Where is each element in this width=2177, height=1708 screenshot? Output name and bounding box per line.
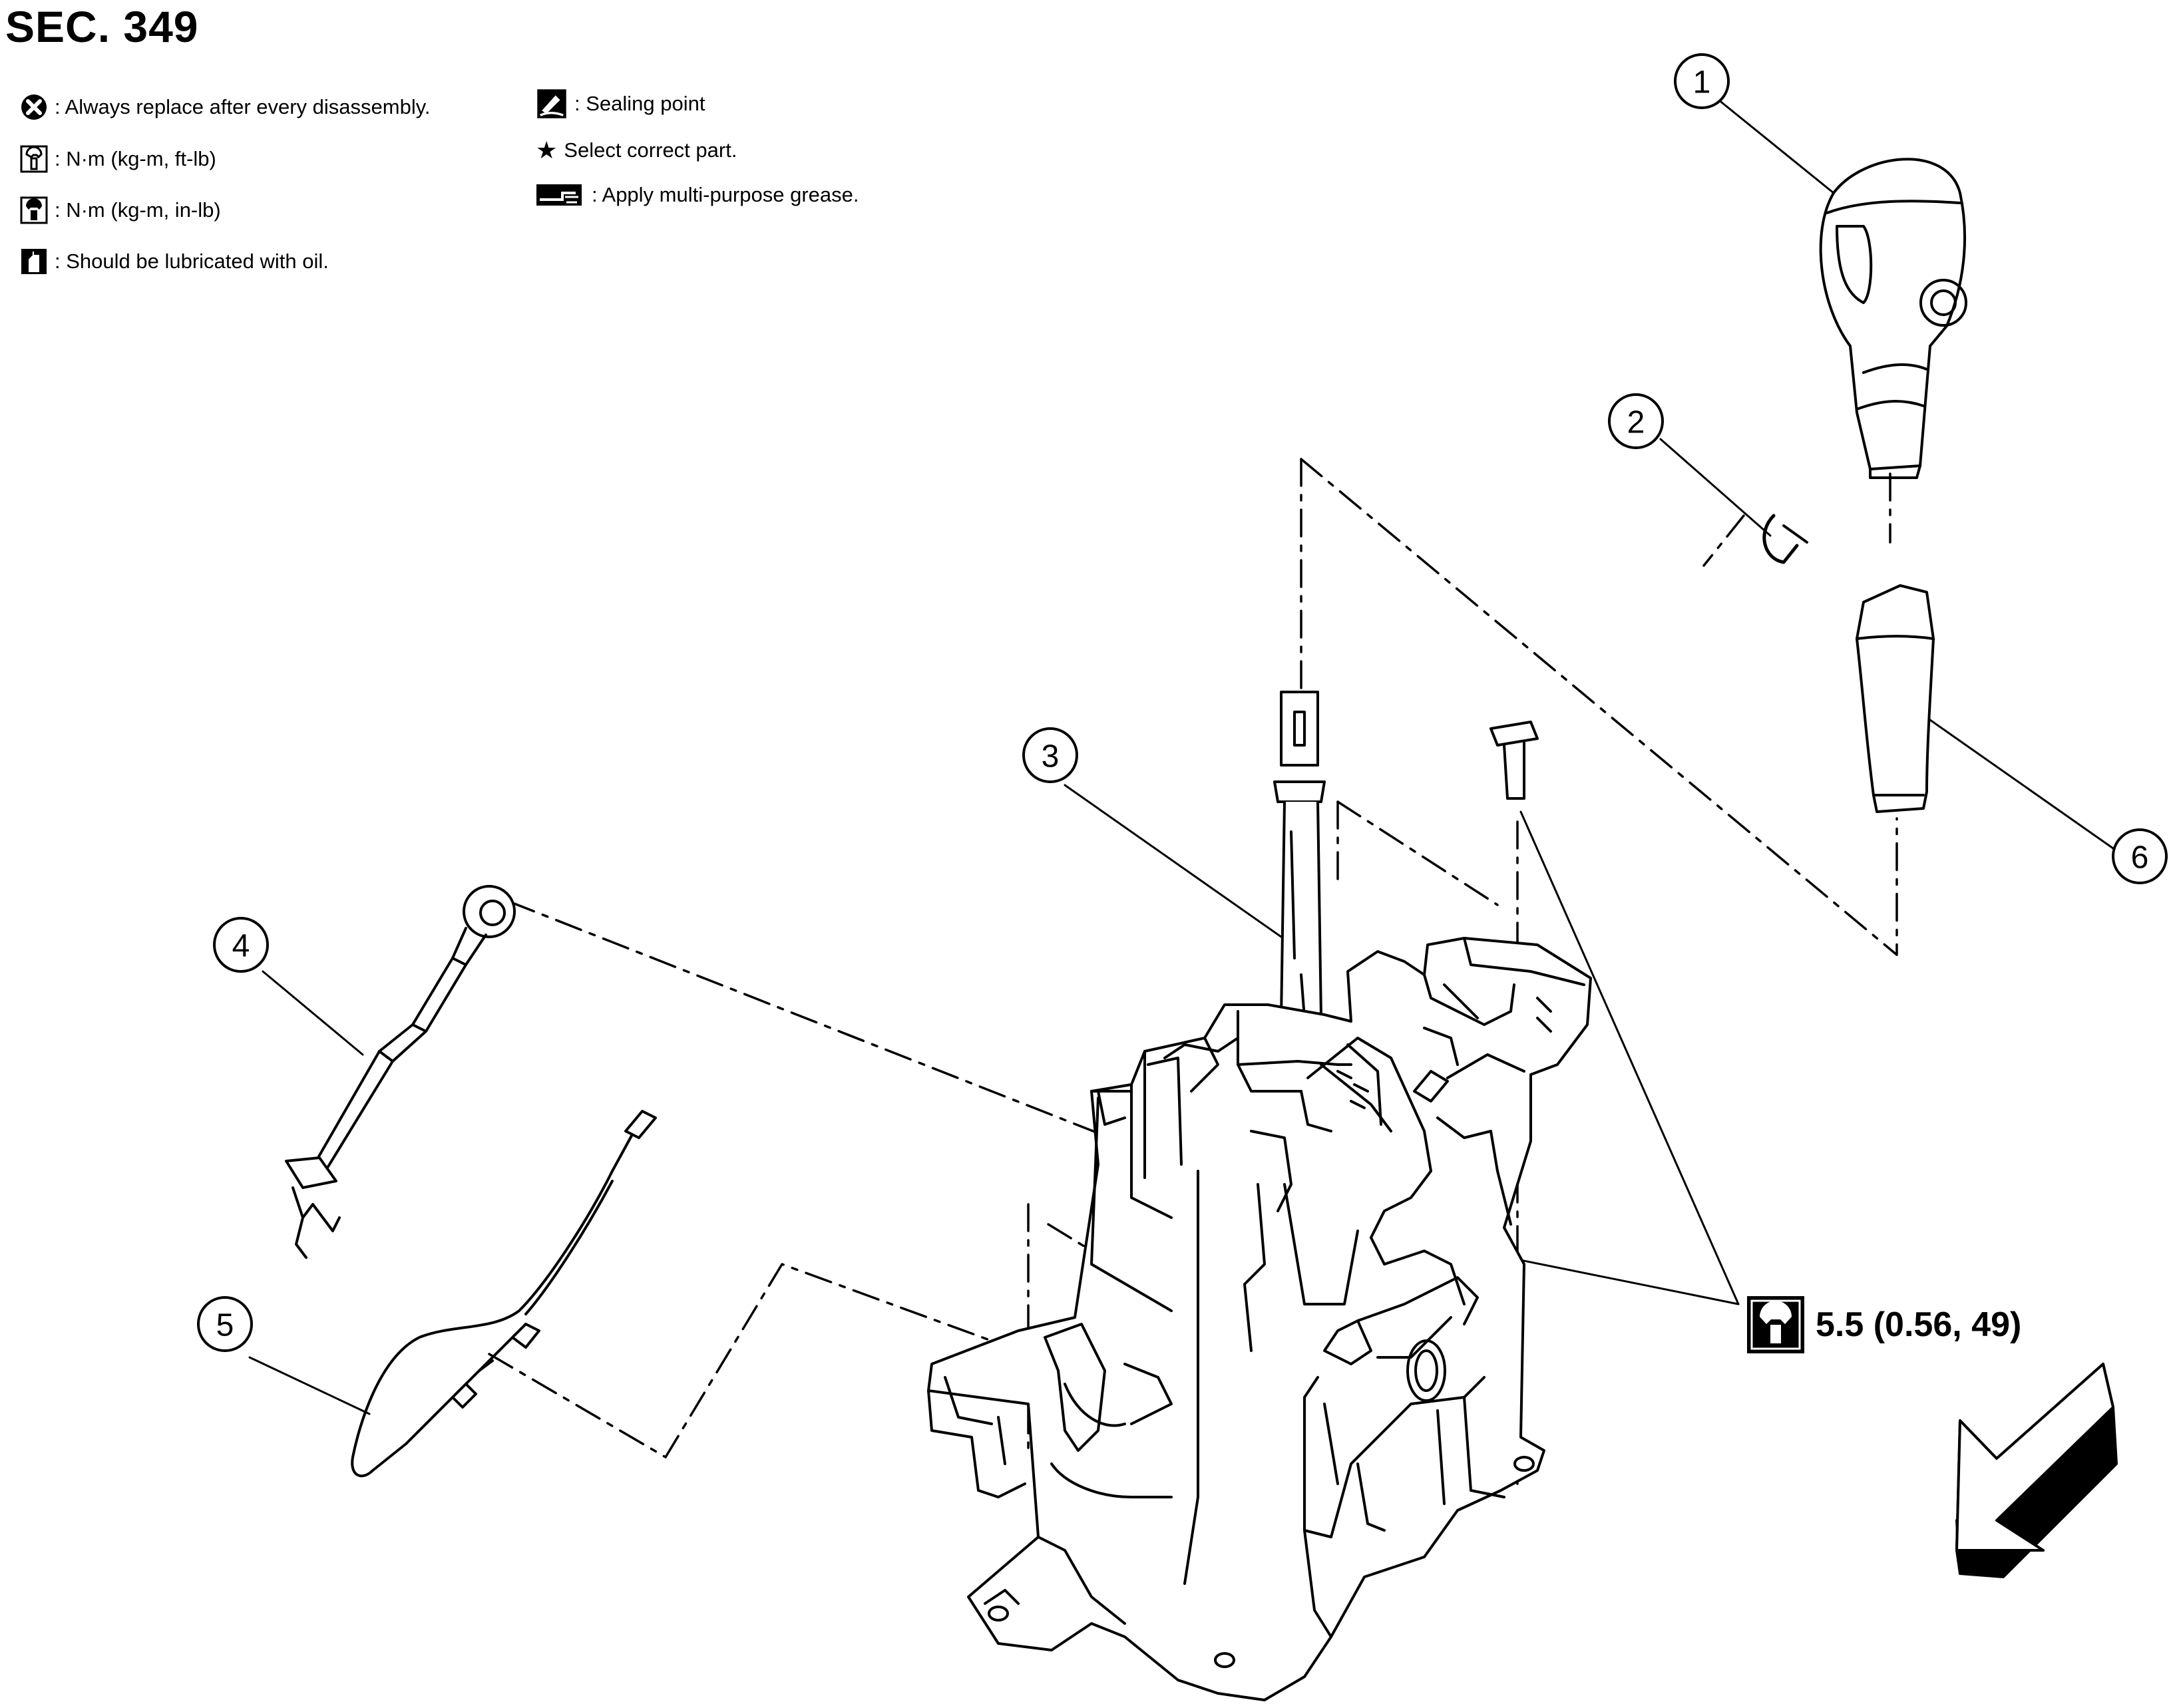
legend-item-oil: : Should be lubricated with oil. xyxy=(20,248,329,275)
torque-spec: 5.5 (0.56, 49) xyxy=(1745,1294,2021,1355)
callout-6: 6 xyxy=(2131,840,2149,876)
knob-cover xyxy=(1856,584,1935,813)
legend-text: Select correct part. xyxy=(564,138,737,162)
retaining-clip xyxy=(1762,514,1808,564)
legend-text: : N·m (kg-m, ft-lb) xyxy=(55,147,216,170)
legend-item-torque-inlb: : N·m (kg-m, in-lb) xyxy=(20,196,221,224)
legend-text: : Sealing point xyxy=(574,92,705,115)
legend-text: : N·m (kg-m, in-lb) xyxy=(55,198,221,222)
callout-5: 5 xyxy=(216,1308,234,1343)
control-rod xyxy=(285,885,516,1259)
legend-text: : Apply multi-purpose grease. xyxy=(592,183,859,206)
torque-spec-text: 5.5 (0.56, 49) xyxy=(1816,1305,2022,1344)
shifter-base-assembly xyxy=(927,937,1592,1701)
legend-text: : Should be lubricated with oil. xyxy=(55,250,329,273)
callout-4: 4 xyxy=(232,929,250,964)
callout-1: 1 xyxy=(1693,65,1711,100)
torque-wrench-icon xyxy=(20,145,48,173)
legend-item-grease: : Apply multi-purpose grease. xyxy=(536,183,859,207)
section-title: SEC. 349 xyxy=(5,2,199,51)
torque-wrench-filled-icon xyxy=(1747,1296,1804,1353)
callout-circles xyxy=(197,53,2168,1352)
callout-3: 3 xyxy=(1042,739,1060,774)
torque-wrench-filled-icon xyxy=(20,196,48,224)
legend-item-torque-ftlb: : N·m (kg-m, ft-lb) xyxy=(20,145,216,173)
legend-item-select-part: ★ Select correct part. xyxy=(536,136,737,164)
oil-can-icon xyxy=(21,249,47,274)
grease-icon xyxy=(536,184,582,206)
callout-2: 2 xyxy=(1627,405,1645,440)
legend-item-sealing: : Sealing point xyxy=(536,88,705,120)
star-icon: ★ xyxy=(536,136,558,164)
replace-x-circle-icon xyxy=(21,94,47,120)
shift-knob xyxy=(1819,158,1967,479)
sealing-point-icon xyxy=(537,89,566,118)
legend-text: : Always replace after every disassembly… xyxy=(55,95,431,118)
shift-cable xyxy=(351,1110,657,1478)
front-direction-arrow-icon xyxy=(1955,1363,2118,1578)
legend-item-replace: : Always replace after every disassembly… xyxy=(20,93,431,121)
shift-lever-rod xyxy=(1267,691,1336,1039)
callout-numbers: 1 2 3 4 5 6 xyxy=(216,65,2149,1343)
